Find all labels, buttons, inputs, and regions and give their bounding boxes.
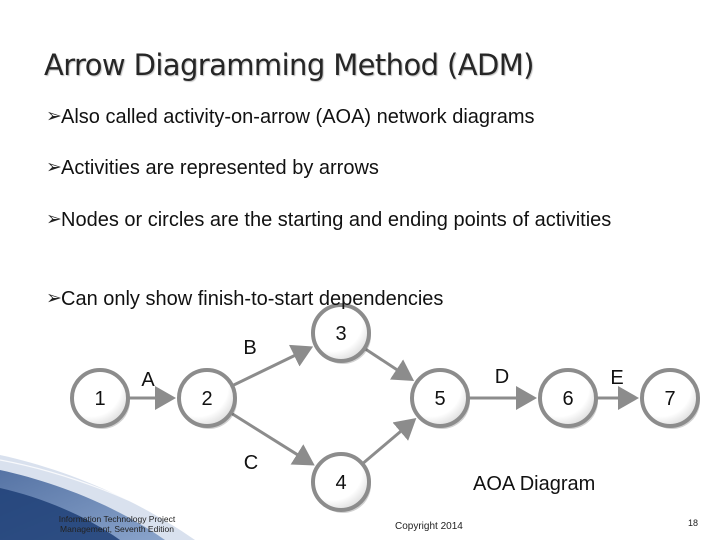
activity-label-c: C <box>244 452 258 474</box>
bullet-text: Nodes or circles are the starting and en… <box>61 209 612 231</box>
node-label: 5 <box>434 388 445 410</box>
footer-book-line: Information Technology Project <box>58 514 176 524</box>
node-4: 4 <box>311 452 371 513</box>
node-circle <box>538 368 598 428</box>
slide-number: 18 <box>688 518 699 528</box>
decorative-swoosh <box>0 455 206 540</box>
node-label: 3 <box>335 323 346 345</box>
diagram-caption: AOA Diagram <box>473 473 596 495</box>
node-6: 6 <box>538 368 598 429</box>
footer-book-title: Information Technology Project Managemen… <box>42 514 192 534</box>
node-5: 5 <box>410 368 470 429</box>
arrow-n3-n5 <box>363 347 415 381</box>
node-circle <box>311 452 371 512</box>
node-circle <box>640 368 700 428</box>
arrow-bullet-icon: ➢ <box>46 209 62 230</box>
activity-label-e: E <box>610 367 623 389</box>
node-circle <box>311 303 371 363</box>
slide-title: Arrow Diagramming Method (ADM) <box>44 48 534 82</box>
activity-label-a: A <box>141 369 155 391</box>
node-circle <box>70 368 130 428</box>
node-label: 4 <box>335 472 346 494</box>
node-circle <box>177 368 237 428</box>
bullet-item: ➢ Also called activity-on-arrow (AOA) ne… <box>46 104 661 130</box>
node-label: 1 <box>94 388 105 410</box>
footer-copyright: Copyright 2014 <box>395 521 463 532</box>
bullet-item: ➢ Activities are represented by arrows <box>46 155 661 181</box>
bullet-item: ➢ Can only show finish-to-start dependen… <box>46 286 661 312</box>
node-label: 7 <box>664 388 675 410</box>
bullet-text: Can only show finish-to-start dependenci… <box>61 288 444 310</box>
bullet-item: ➢ Nodes or circles are the starting and … <box>46 207 641 233</box>
arrow-bullet-icon: ➢ <box>46 106 62 127</box>
arrow-bullet-icon: ➢ <box>46 288 62 309</box>
node-3: 3 <box>311 303 371 364</box>
node-label: 6 <box>562 388 573 410</box>
arrow-n2-n4 <box>229 411 315 466</box>
arrow-n4-n5 <box>361 418 417 466</box>
footer-book-line: Management, Seventh Edition <box>60 524 174 534</box>
arrow-bullet-icon: ➢ <box>46 157 62 178</box>
node-label: 2 <box>201 388 212 410</box>
bullet-text: Also called activity-on-arrow (AOA) netw… <box>61 106 535 128</box>
activity-label-d: D <box>495 366 509 388</box>
arrow-n2-n3 <box>231 344 314 388</box>
activity-label-b: B <box>243 337 256 359</box>
node-7: 7 <box>640 368 700 429</box>
node-2: 2 <box>177 368 237 429</box>
node-circle <box>410 368 470 428</box>
node-1: 1 <box>70 368 130 429</box>
bullet-text: Activities are represented by arrows <box>61 157 379 179</box>
